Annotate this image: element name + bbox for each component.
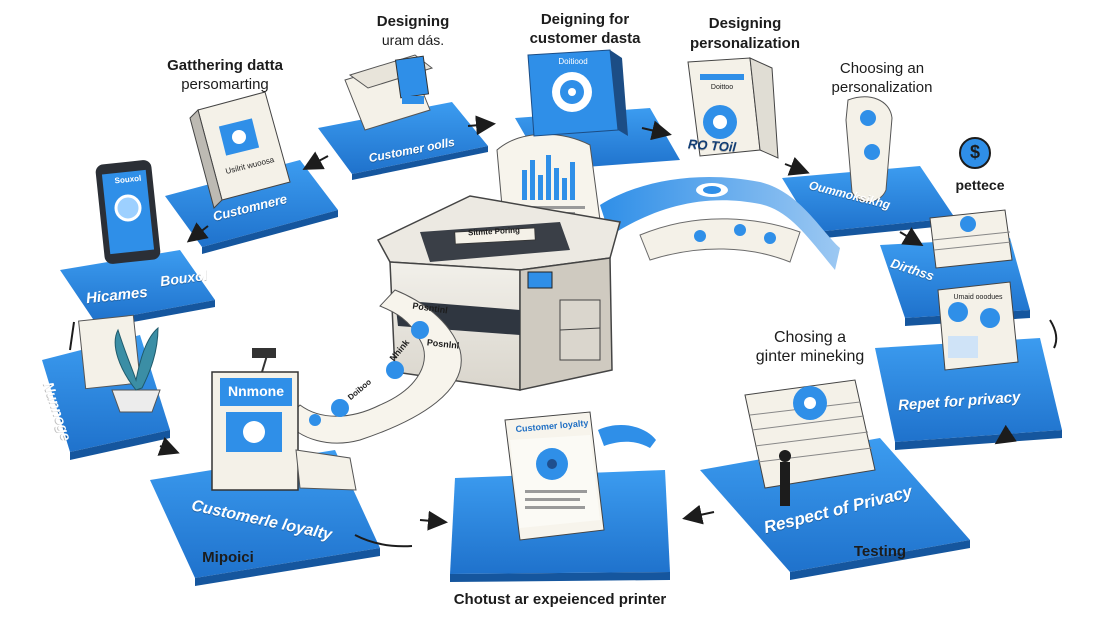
sheet-label: Umaid ooodues [953, 294, 1003, 301]
brochure [687, 57, 779, 159]
large-paper-stack [744, 379, 876, 506]
dollar-coin-icon [959, 137, 991, 169]
printed-output-strip [284, 289, 462, 444]
label-designing-for: Deigning for [540, 11, 630, 28]
bottom-caption: Chotust ar expeienced printer [453, 591, 667, 608]
label-mipoici: Mipoici [202, 549, 254, 566]
sign-label: Nnmone [228, 383, 284, 399]
paper-stack [929, 209, 1013, 269]
platform-repet-privacy [875, 338, 1062, 450]
tablet [95, 160, 161, 264]
cycle-arrows [69, 115, 1058, 548]
label-testing: Testing [853, 543, 907, 560]
brochure-label: Doittoo [710, 84, 734, 91]
label-gathering-2: persomarting [181, 76, 269, 93]
label-chosing-1: Chosing a [773, 329, 847, 346]
folder-stack [344, 54, 434, 131]
label-designing-personalization-1: Designing [708, 15, 782, 32]
paper-scroll [845, 96, 893, 202]
label-choosing-1: Choosing an [839, 60, 925, 77]
label-pettece: pettece [955, 177, 1005, 193]
binder [189, 91, 291, 209]
book [527, 49, 628, 137]
printer [376, 195, 621, 391]
label-uram-das: uram dás. [381, 32, 445, 48]
label-designing-top: Designing [376, 13, 450, 30]
folder-label: Doitiood [558, 57, 588, 66]
customer-loyalty-document [504, 411, 656, 541]
blue-paper-stream [600, 176, 840, 270]
label-gathering-1: Gatthering datta [167, 57, 283, 74]
loyalty-sign [211, 348, 357, 491]
label-choosing-2: personalization [831, 79, 933, 96]
label-dollar-coin: $ [969, 142, 980, 162]
privacy-sheet [937, 281, 1019, 371]
label-designing-personalization-2: personalization [689, 35, 801, 52]
label-customer-dasta: customer dasta [529, 30, 641, 47]
plant-pot [78, 314, 161, 413]
label-chosing-2: ginter mineking [755, 348, 865, 365]
